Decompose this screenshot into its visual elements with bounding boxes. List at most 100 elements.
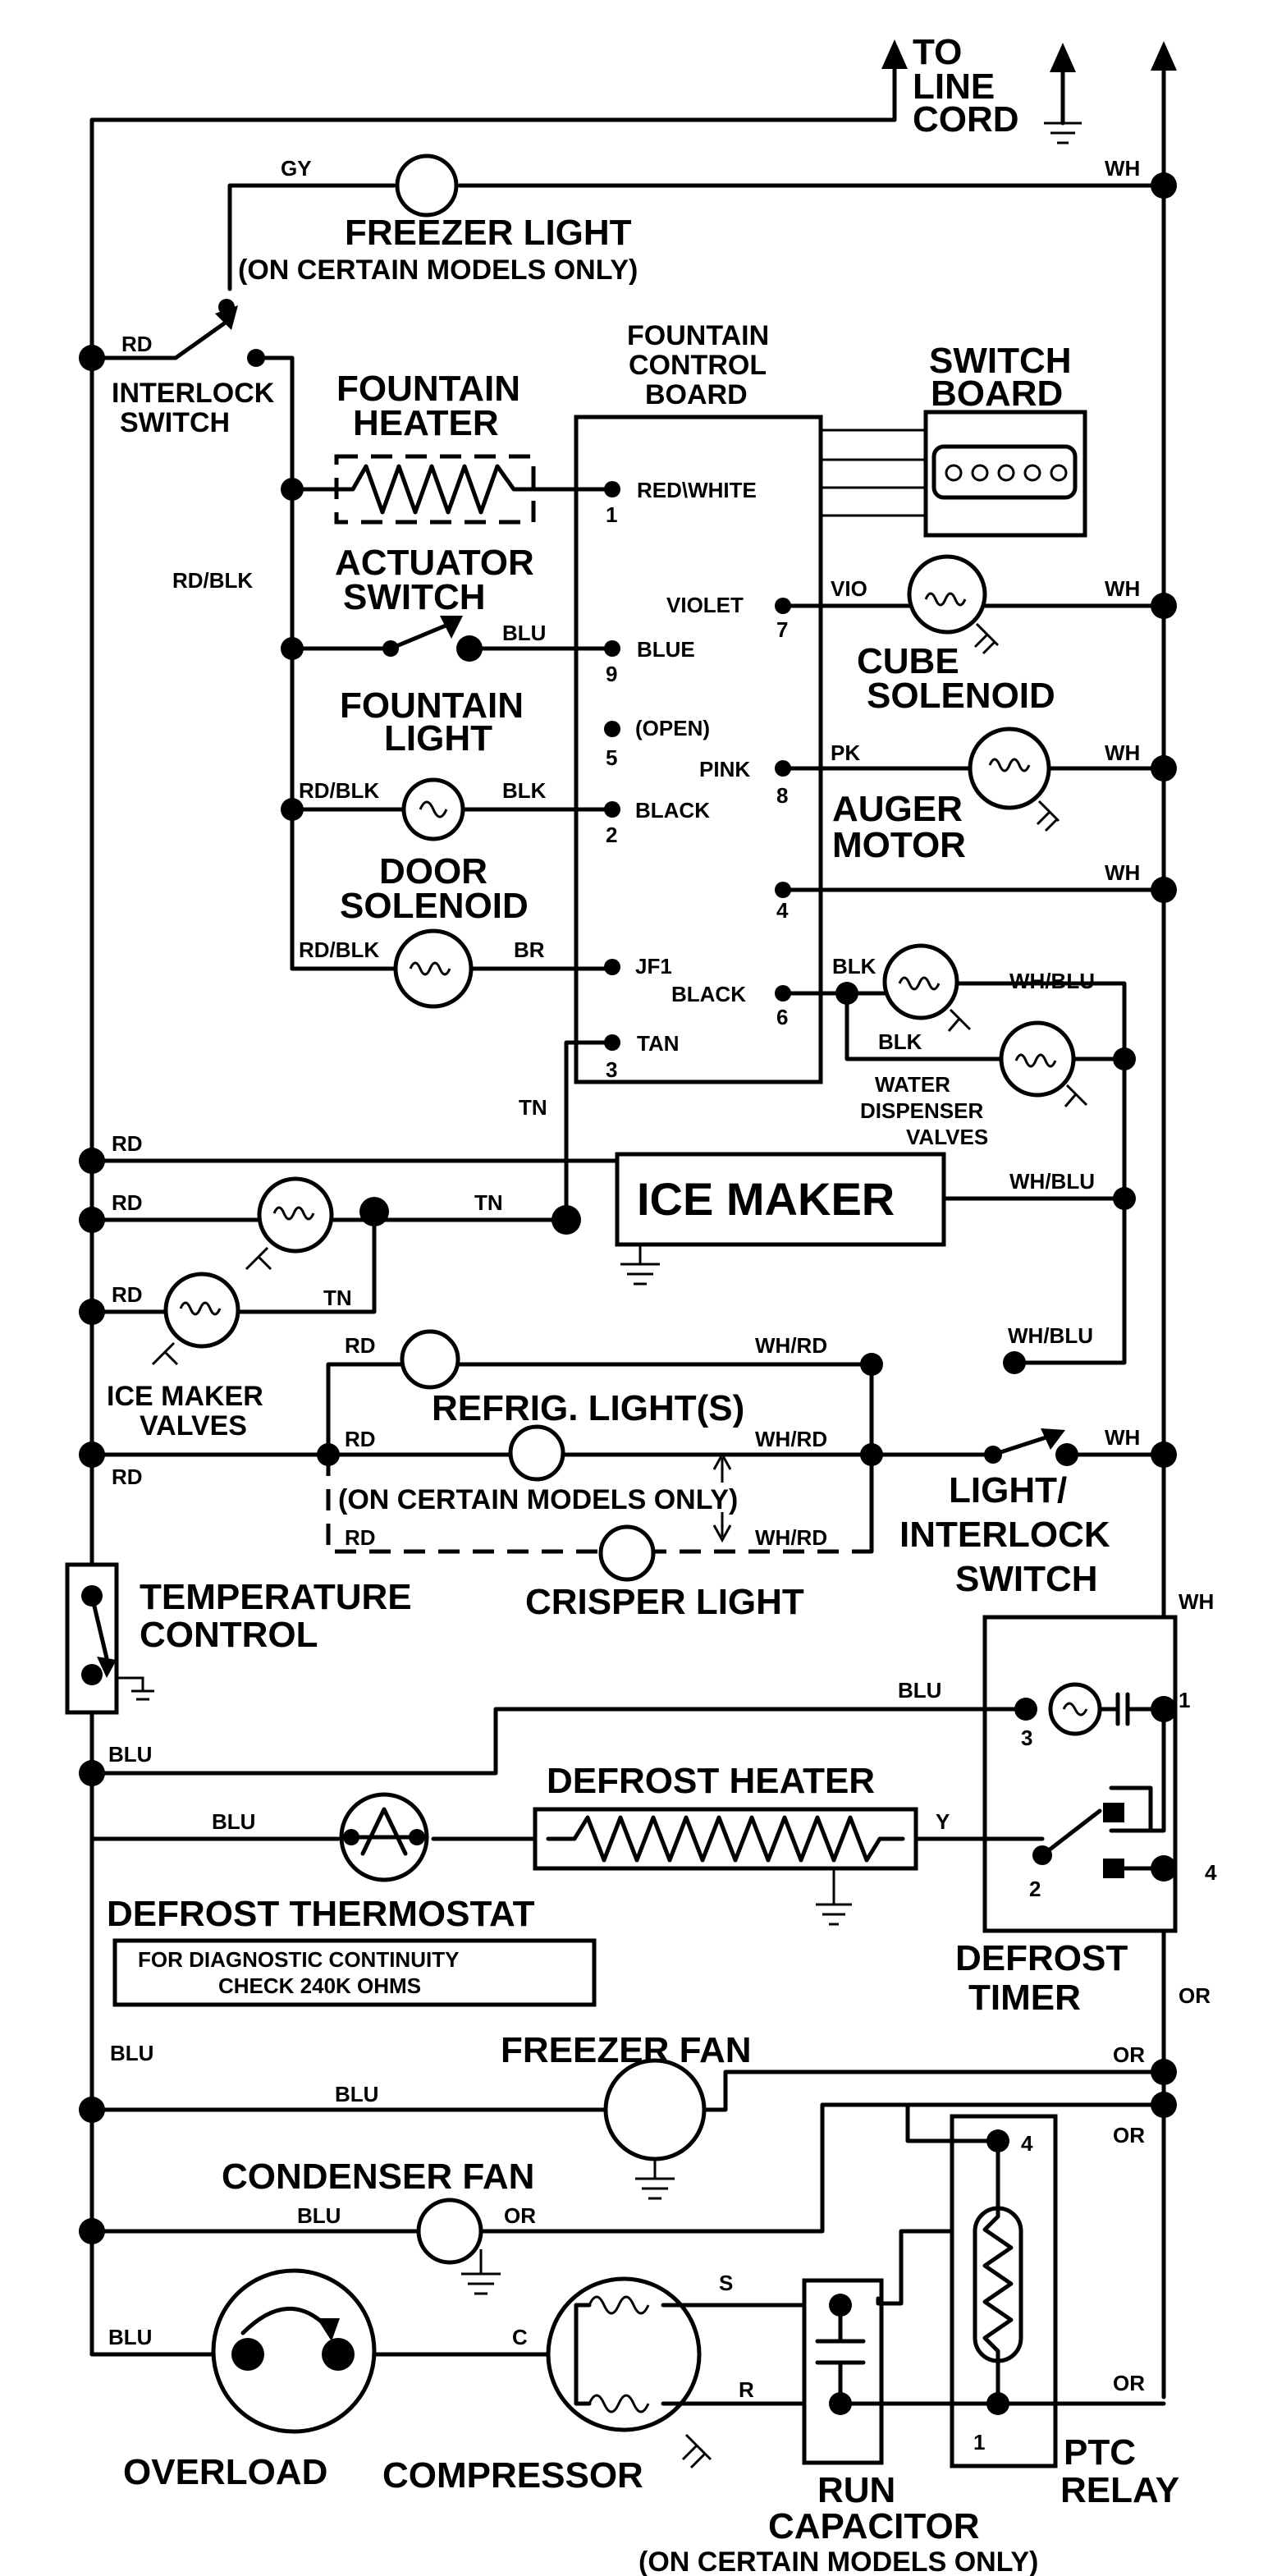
- junction-node: [281, 637, 304, 660]
- wire-blu-label-cf: BLU: [297, 2203, 341, 2228]
- actuator-contact-right: [456, 635, 483, 662]
- interlock-label-1: INTERLOCK: [112, 378, 275, 409]
- light-switch-title-2: INTERLOCK: [899, 1515, 1110, 1555]
- pin-red-white: RED\WHITE: [637, 478, 757, 502]
- fountain-control-board: FOUNTAIN CONTROL BOARD RED\WHITE 1 VIOLE…: [574, 320, 1087, 1084]
- water-valve-2-winding-icon: [1014, 1053, 1057, 1068]
- refrig-lights-circuit: RD WH/RD REFRIG. LIGHT(S) RD RD WH/RD (O…: [79, 1329, 1177, 1622]
- junction-node: [281, 798, 304, 821]
- switch-board-keypad-icon: [931, 444, 1078, 500]
- wire-rd-label-rl1: RD: [345, 1333, 376, 1358]
- wire-blu-label-ff-2: BLU: [335, 2082, 378, 2106]
- wire-br-label: BR: [514, 937, 545, 962]
- temp-control-ground-icon: [117, 1676, 154, 1701]
- relay-terminal-1: 1: [973, 2430, 985, 2455]
- temp-control-arrow-icon: [97, 1657, 117, 1678]
- thermostat-terminal: [409, 1829, 425, 1845]
- compressor-title: COMPRESSOR: [382, 2455, 643, 2496]
- actuator-title-2: SWITCH: [343, 577, 486, 617]
- junction-node: [1151, 2092, 1177, 2118]
- junction-node: [1113, 1047, 1136, 1070]
- junction-node: [79, 1148, 105, 1174]
- wire-or-label-ff: OR: [1113, 2042, 1145, 2067]
- pin-blue: BLUE: [637, 637, 695, 662]
- ptc-relay-title-1: PTC: [1064, 2432, 1136, 2473]
- fountain-light: FOUNTAIN LIGHT RD/BLK BLK: [281, 685, 615, 841]
- ice-maker-valves-title-1: ICE MAKER: [107, 1381, 263, 1412]
- junction-node: [79, 1299, 105, 1325]
- auger-motor-ground-icon: [1036, 800, 1060, 832]
- cube-solenoid: VIO WH CUBE SOLENOID: [780, 554, 1177, 716]
- wire-or-label-relay: OR: [1113, 2371, 1145, 2395]
- water-valve-1-winding-icon: [898, 976, 941, 991]
- defrost-timer-title-2: TIMER: [968, 1978, 1081, 2018]
- junction-node: [281, 478, 304, 501]
- temp-control-blade: [89, 1593, 109, 1661]
- light-switch-title-1: LIGHT/: [949, 1470, 1067, 1510]
- auger-motor: PK WH AUGER MOTOR: [780, 727, 1177, 865]
- freezer-light-title: FREEZER LIGHT: [345, 213, 632, 253]
- actuator-contact: [382, 640, 399, 657]
- wire-wh-label-auger: WH: [1105, 740, 1140, 765]
- door-solenoid-coil-icon: [393, 928, 474, 1009]
- fountain-heater-title-2: HEATER: [353, 403, 499, 443]
- line-cord-label-2: LINE: [913, 66, 995, 107]
- wire-wh-label-pin4: WH: [1105, 860, 1140, 885]
- rd-blk-bus: [254, 355, 295, 971]
- pin-open: (OPEN): [635, 716, 710, 740]
- wire-or-label-cf: OR: [504, 2203, 536, 2228]
- keypad-button-icon: [971, 464, 989, 482]
- condenser-fan-ground-icon: [461, 2249, 501, 2295]
- wire-blu-label-ff-1: BLU: [110, 2041, 153, 2065]
- wire-rd-label-crisper: RD: [345, 1525, 376, 1550]
- capacitor-to-relay-wire: [876, 2229, 1000, 2306]
- junction-node: [79, 1207, 105, 1233]
- junction-node: [79, 2218, 105, 2244]
- wire-wh-label-freezer: WH: [1105, 156, 1140, 181]
- overload-arrow-icon: [317, 2318, 340, 2341]
- junction-node: [79, 1442, 105, 1468]
- left-main-rail: [89, 117, 897, 2357]
- keypad-button-icon: [1050, 464, 1068, 482]
- actuator-switch-arm: [290, 621, 452, 651]
- ice-maker-title: ICE MAKER: [637, 1173, 895, 1225]
- ice-maker-circuit: TN RD ICE MAKER WH/BLU WH/BLU RD TN RD T…: [79, 1040, 1136, 1442]
- compressor-winding-leads: [574, 2296, 881, 2406]
- overload-terminal: [322, 2338, 355, 2371]
- auger-motor-title-1: AUGER: [832, 789, 963, 829]
- actuator-title-1: ACTUATOR: [335, 543, 534, 583]
- defrost-heater-ground-icon: [816, 1868, 852, 1926]
- junction-node: [1003, 1351, 1026, 1374]
- fountain-light-title-1: FOUNTAIN: [340, 685, 524, 726]
- interlock-switch: RD INTERLOCK SWITCH: [79, 299, 295, 971]
- pin-3: 3: [606, 1057, 617, 1082]
- ice-maker-valve-1-coil-icon: [257, 1176, 334, 1254]
- ptc-relay: 4 1 OR PTC RELAY: [838, 2102, 1179, 2510]
- junction-node: [1151, 877, 1177, 903]
- wire-blk-label-water-2: BLK: [878, 1029, 922, 1054]
- pin-tan: TAN: [637, 1031, 680, 1056]
- comp-terminal-s: S: [719, 2271, 733, 2295]
- water-valve-1-ground-icon: [947, 1008, 972, 1032]
- water-valve-2-ground-icon: [1064, 1084, 1088, 1107]
- junction-node: [860, 1353, 883, 1376]
- crisper-light-title: CRISPER LIGHT: [525, 1582, 804, 1622]
- thermostat-terminal: [343, 1829, 359, 1845]
- wire-rd-blk-label: RD/BLK: [172, 568, 253, 593]
- wire-rd-label-valve1: RD: [112, 1190, 143, 1215]
- run-capacitor-plates-icon: [815, 2303, 866, 2406]
- pin-violet: VIOLET: [666, 593, 744, 617]
- cube-solenoid-ground-icon: [973, 622, 1000, 655]
- overload-title: OVERLOAD: [123, 2452, 327, 2492]
- refrig-light-2-bulb-icon: [508, 1424, 565, 1482]
- relay-terminal-4: 4: [1021, 2131, 1033, 2156]
- board-title-2: CONTROL: [629, 350, 767, 381]
- fountain-heater-element-icon: [290, 464, 615, 515]
- defrost-heater-title: DEFROST HEATER: [547, 1761, 875, 1801]
- cube-solenoid-winding-icon: [924, 592, 967, 607]
- optional-lights-dashed-border: [326, 1455, 872, 1554]
- interlock-switch-arm: [89, 319, 229, 360]
- junction-node: [1151, 1855, 1177, 1882]
- diagnostic-note-1: FOR DIAGNOSTIC CONTINUITY: [138, 1947, 459, 1972]
